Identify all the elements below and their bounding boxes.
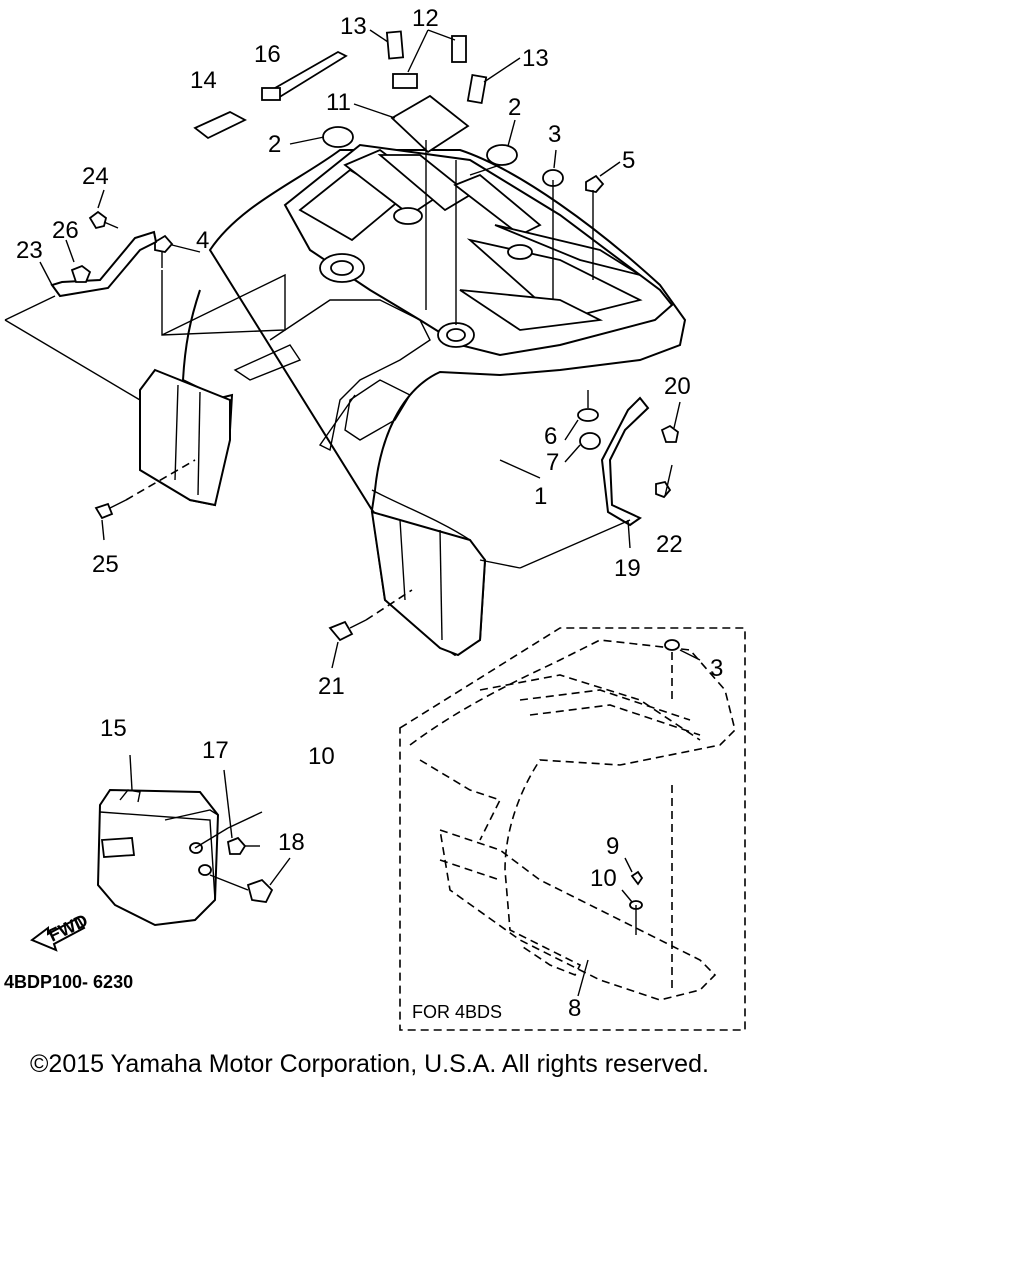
callout-3: 3 <box>548 121 561 148</box>
callout-19: 19 <box>614 555 641 582</box>
callout-26: 26 <box>52 217 79 244</box>
callout-11: 11 <box>326 89 351 116</box>
callout-22: 22 <box>656 531 683 558</box>
callout-17: 17 <box>202 737 229 764</box>
rear-fender-drawing <box>139 143 687 657</box>
left-bracket <box>50 210 158 298</box>
callout-15: 15 <box>100 715 127 742</box>
callout-4: 4 <box>196 227 209 254</box>
callouts: 1 2 2 3 3 4 5 6 7 8 9 10 10 11 12 13 13 … <box>16 5 723 1022</box>
copyright-notice: ©2015 Yamaha Motor Corporation, U.S.A. A… <box>30 1050 709 1078</box>
drawing-code: 4BDP100- 6230 <box>4 972 133 992</box>
callout-3: 3 <box>710 655 723 682</box>
callout-2: 2 <box>508 94 521 121</box>
leader-lines <box>4 29 681 669</box>
callout-16: 16 <box>254 41 281 68</box>
callout-23: 23 <box>16 237 43 264</box>
callout-25: 25 <box>92 551 119 578</box>
callout-14: 14 <box>190 67 217 94</box>
callout-10: 10 <box>308 743 335 770</box>
callout-1: 1 <box>534 483 547 510</box>
right-bracket <box>577 396 679 527</box>
callout-9: 9 <box>606 833 619 860</box>
screws <box>94 499 367 642</box>
callout-18: 18 <box>278 829 305 856</box>
top-pads <box>322 30 518 166</box>
callout-2: 2 <box>268 131 281 158</box>
callout-21: 21 <box>318 673 345 700</box>
inset-label: FOR 4BDS <box>412 1002 502 1022</box>
fwd-arrow: FWD <box>30 910 91 952</box>
callout-5: 5 <box>622 147 635 174</box>
diagram-drawing: FWD 1 2 2 3 3 4 5 6 7 8 9 10 10 11 <box>4 5 746 1031</box>
callout-24: 24 <box>82 163 109 190</box>
inset-box <box>399 627 746 1031</box>
callout-12: 12 <box>412 5 439 32</box>
callout-6: 6 <box>544 423 557 450</box>
strap-and-clip <box>193 50 348 140</box>
callout-20: 20 <box>664 373 691 400</box>
fwd-label: FWD <box>45 910 91 945</box>
callout-13: 13 <box>522 45 549 72</box>
callout-10: 10 <box>590 865 617 892</box>
tool-box-drawing <box>96 754 291 927</box>
callout-7: 7 <box>546 449 559 476</box>
callout-8: 8 <box>568 995 581 1022</box>
callout-13: 13 <box>340 13 367 40</box>
